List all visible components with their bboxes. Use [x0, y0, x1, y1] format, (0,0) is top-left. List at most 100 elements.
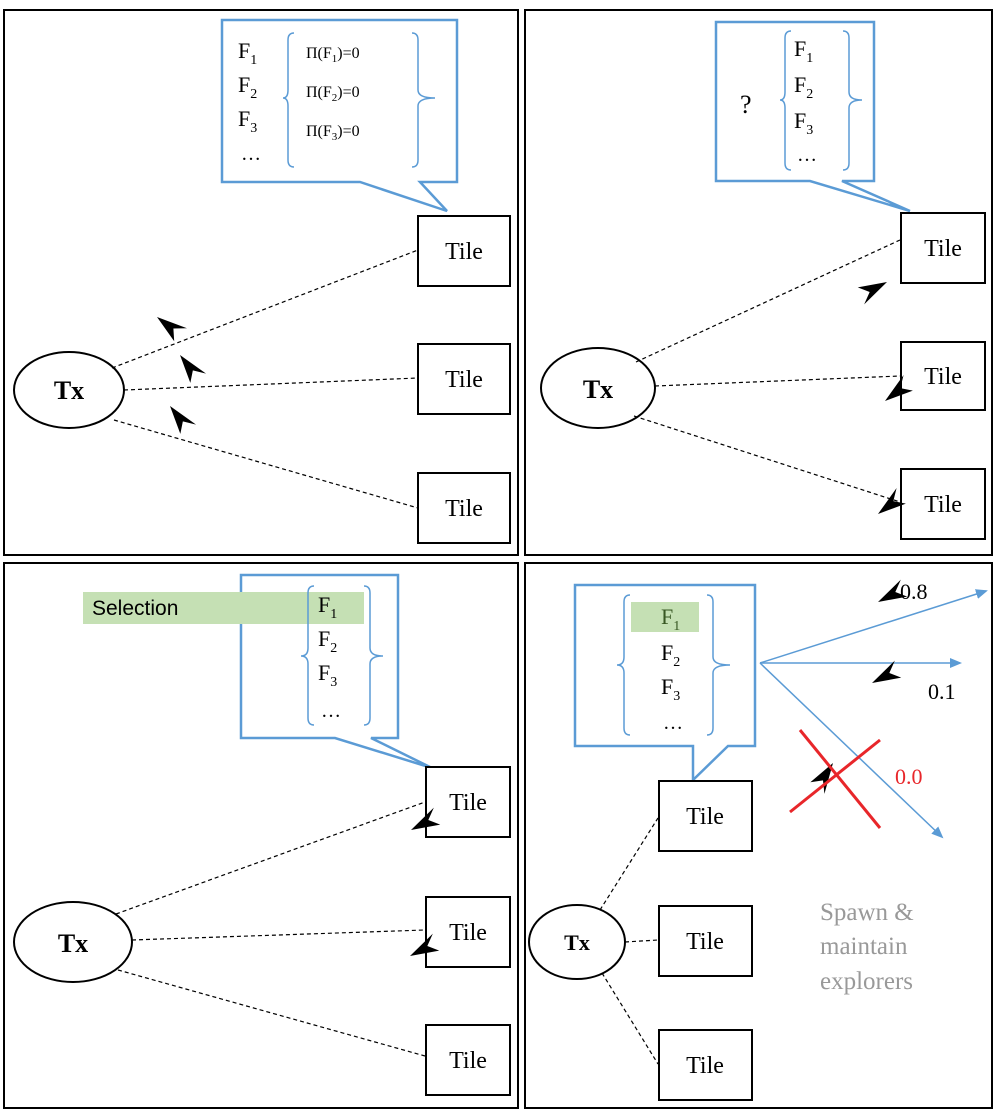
- panel-3-tile-3: [425, 1024, 511, 1096]
- panel-1-flow-2: F2: [238, 72, 257, 102]
- panel-2-tile-1-label: Tile: [924, 236, 962, 262]
- panel-4-tile-2: [658, 905, 753, 977]
- panel-2-tile-1: [900, 212, 986, 284]
- panel-4-tx-label: Tx: [564, 930, 590, 955]
- panel-4-right-brace: [706, 594, 731, 736]
- panel-4-selected-flow-highlight: [631, 602, 699, 632]
- panel-2-speech-bubble: [714, 20, 911, 213]
- panel-3-explorer-arrow-icon: [410, 933, 440, 956]
- panel-2-flow-3: F3: [794, 108, 813, 138]
- panel-1-right-brace: [411, 32, 436, 168]
- panel-4-explorer-arrow-icon: [878, 579, 908, 602]
- panel-2-explorer-arrow-icon: [878, 487, 906, 514]
- panel-4-tile-3-label: Tile: [686, 1053, 724, 1079]
- panel-4-ray-high: [759, 589, 988, 664]
- panel-1-predicate-3: Π(F3)=0: [306, 123, 360, 143]
- panel-2-tile-3-label: Tile: [924, 492, 962, 518]
- panel-1-speech-bubble: [220, 18, 459, 213]
- panel-2-explorer-arrow-icon: [885, 374, 913, 401]
- panel-3-left-brace: [300, 585, 315, 726]
- panel-1-frame: [3, 9, 519, 556]
- panel-1-link-2: [123, 377, 419, 391]
- panel-2-tx-node: [540, 347, 656, 429]
- panel-2: ? F1 F2 F3 … Tx Tile Tile Tile: [524, 9, 993, 556]
- panel-1-link-1: [111, 249, 419, 369]
- panel-4-speech-bubble: [573, 583, 757, 783]
- panel-1-explorer-arrow-icon: [170, 406, 197, 434]
- panel-4-link-1: [599, 817, 659, 911]
- panel-3-right-brace: [363, 585, 384, 726]
- panel-4-tile-3: [658, 1029, 753, 1101]
- panel-2-question-mark: ?: [740, 90, 752, 119]
- panel-4-explorer-arrow-icon: [872, 660, 902, 683]
- panel-3-tile-1: [425, 766, 511, 838]
- panel-4-caption-line-2: maintain: [820, 933, 908, 960]
- panel-2-left-brace: [779, 30, 792, 171]
- panel-1-tile-1-label: Tile: [445, 239, 483, 265]
- panel-4-left-brace: [616, 594, 631, 736]
- panel-1-predicate-1: Π(F1)=0: [306, 45, 360, 65]
- panel-2-flow-more: …: [797, 144, 817, 166]
- panel-1-tile-2-label: Tile: [445, 367, 483, 393]
- panel-4-flow-1: F1: [661, 604, 680, 634]
- panel-3-link-3: [117, 969, 426, 1057]
- panel-4-tile-1-label: Tile: [686, 804, 724, 830]
- panel-3-flow-2: F2: [318, 626, 337, 656]
- panel-4-tile-1: [658, 780, 753, 852]
- panel-4-score-low: 0.0: [895, 764, 923, 789]
- panel-3-tile-2-label: Tile: [449, 920, 487, 946]
- panel-2-tile-3: [900, 468, 986, 540]
- panel-2-flow-1: F1: [794, 36, 813, 66]
- panel-4-caption-line-3: explorers: [820, 968, 913, 995]
- panel-2-tile-2-label: Tile: [924, 364, 962, 390]
- panel-1: F1 F2 F3 … Π(F1)=0 Π(F2)=0 Π(F3)=0 Tx Ti…: [3, 9, 519, 556]
- panel-4-link-2: [624, 939, 659, 943]
- panel-4: F1 F2 F3 … 0.8 0.1 0.0 Tx Tile Tile Tile…: [524, 562, 993, 1109]
- panel-3-tile-1-label: Tile: [449, 790, 487, 816]
- panel-1-left-brace: [282, 32, 295, 168]
- panel-1-tile-3: [417, 472, 511, 544]
- panel-4-ray-low: [759, 662, 944, 839]
- panel-3-tile-3-label: Tile: [449, 1048, 487, 1074]
- panel-1-flow-1: F1: [238, 38, 257, 68]
- panel-4-explorer-arrow-icon: [810, 763, 833, 794]
- panel-4-flow-more: …: [663, 712, 683, 734]
- panel-4-link-3: [601, 972, 659, 1065]
- panel-4-flow-2: F2: [661, 640, 680, 670]
- panel-1-tile-3-label: Tile: [445, 496, 483, 522]
- panel-3-link-2: [131, 929, 426, 941]
- panel-4-tile-2-label: Tile: [686, 929, 724, 955]
- panel-3-flow-more: …: [321, 700, 341, 722]
- panel-4-flow-3: F3: [661, 674, 680, 704]
- panel-2-explorer-arrow-icon: [857, 282, 887, 305]
- panel-2-link-3: [633, 415, 901, 503]
- panel-3-tx-node: [13, 901, 133, 983]
- panel-3-tile-2: [425, 896, 511, 968]
- panel-2-tx-label: Tx: [583, 375, 613, 404]
- panel-2-flow-2: F2: [794, 72, 813, 102]
- panel-2-frame: [524, 9, 993, 556]
- panel-1-tx-label: Tx: [54, 376, 84, 405]
- panel-3-explorer-arrow-icon: [411, 807, 441, 830]
- panel-2-tile-2: [900, 341, 986, 411]
- panel-3-frame: [3, 562, 519, 1109]
- panel-3-flow-3: F3: [318, 660, 337, 690]
- panel-1-link-3: [113, 419, 419, 509]
- panel-4-score-high: 0.8: [900, 579, 928, 604]
- panel-3-tx-label: Tx: [58, 929, 88, 958]
- panel-4-rejected-cross-a: [798, 729, 882, 829]
- panel-1-flow-3: F3: [238, 106, 257, 136]
- panel-4-score-mid: 0.1: [928, 679, 956, 704]
- panel-3-selection-highlight: [83, 592, 364, 624]
- panel-1-predicate-2: Π(F2)=0: [306, 84, 360, 104]
- panel-1-flow-more: …: [241, 143, 261, 165]
- panel-4-rejected-cross-b: [789, 738, 881, 814]
- panel-4-frame: [524, 562, 993, 1109]
- panel-1-explorer-arrow-icon: [180, 355, 207, 383]
- panel-4-caption-line-1: Spawn &: [820, 899, 914, 926]
- panel-3: Selection F1 F2 F3 … Tx Tile Tile Tile: [3, 562, 519, 1109]
- panel-1-tile-2: [417, 343, 511, 415]
- panel-1-explorer-arrow-icon: [157, 317, 187, 342]
- panel-3-flow-1: F1: [318, 592, 337, 622]
